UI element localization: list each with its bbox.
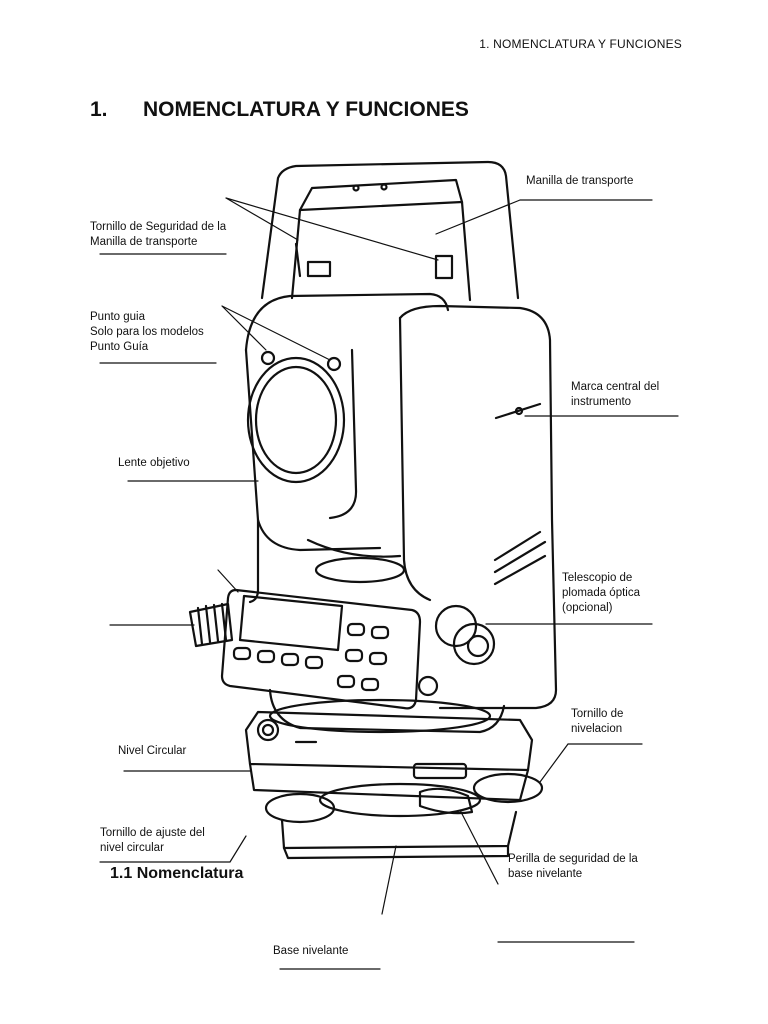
alidade-base: [268, 688, 506, 734]
running-header: 1. NOMENCLATURA Y FUNCIONES: [479, 37, 682, 51]
label-handle: Manilla de transporte: [526, 175, 634, 187]
telescope-housing: [244, 292, 450, 552]
label-center-mark: Marca central del instrumento: [571, 381, 660, 408]
label-tribrach-lock: Perilla de seguridad de la base nivelant…: [508, 853, 638, 880]
leader-lines: [99, 197, 679, 970]
label-leveling-screw: Tornillo de nivelacion: [571, 708, 624, 735]
chapter-title: 1. NOMENCLATURA Y FUNCIONES: [90, 98, 469, 122]
label-guide-point: Punto guia Solo para los modelos Punto G…: [90, 311, 204, 353]
label-circular-level-screw: Tornillo de ajuste del nivel circular: [100, 827, 205, 854]
carrying-handle: [260, 160, 520, 302]
section-title: 1.1 Nomenclatura: [110, 865, 244, 882]
label-optical-plummet: Telescopio de plomada óptica (opcional): [562, 572, 640, 614]
control-panel: [220, 588, 422, 710]
label-handle-screw: Tornillo de Seguridad de la Manilla de t…: [90, 221, 227, 248]
chapter-title-text: NOMENCLATURA Y FUNCIONES: [143, 98, 469, 121]
tribrach: [244, 710, 544, 860]
right-standard: [398, 304, 558, 710]
focus-knob-left: [188, 602, 234, 648]
label-circular-level: Nivel Circular: [118, 745, 187, 757]
label-objective-lens: Lente objetivo: [118, 457, 190, 469]
chapter-number: 1.: [90, 98, 108, 121]
label-tribrach: Base nivelante: [273, 945, 349, 957]
body-left: [248, 518, 406, 604]
right-knobs: [417, 604, 496, 697]
